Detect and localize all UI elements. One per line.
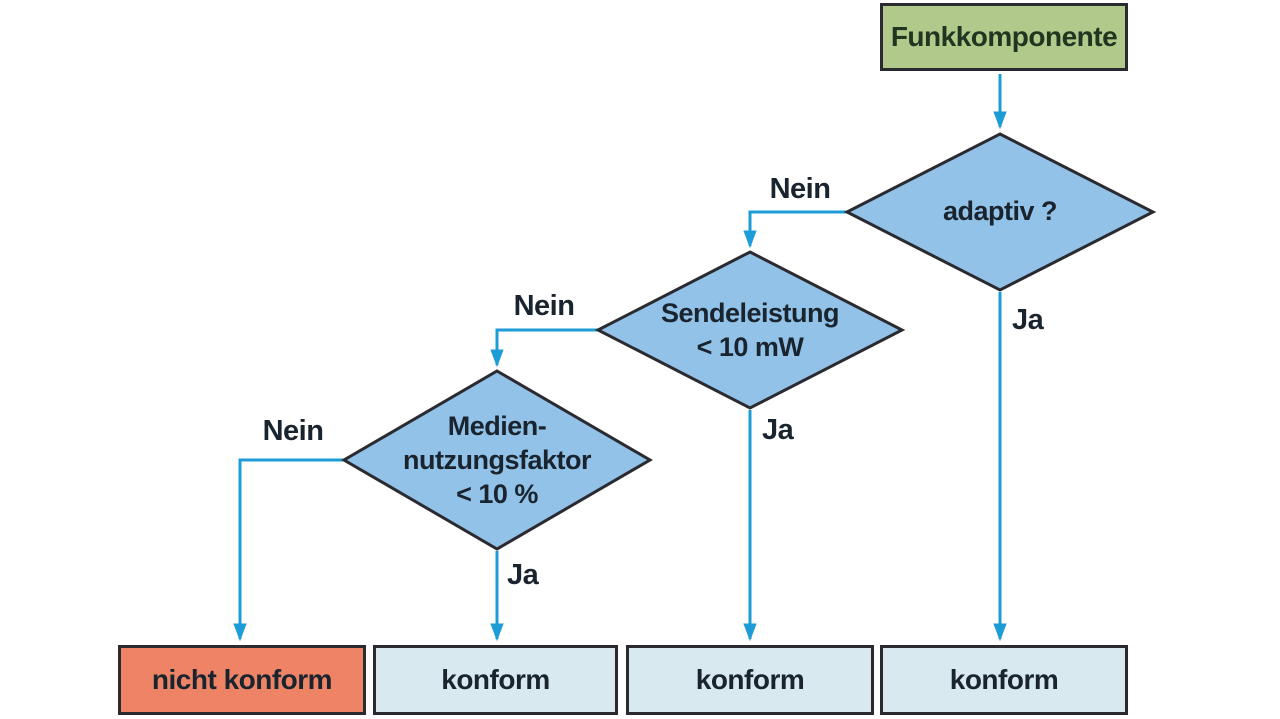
edge-mediennutzungsfaktor-nein-to-nicht-konform	[233, 458, 344, 642]
edge-sendeleistung-nein-to-mediennutzungsfaktor	[490, 328, 598, 368]
edge-label-ja-adaptiv: Ja	[1012, 304, 1044, 336]
edge-label-ja-sendeleistung: Ja	[762, 414, 794, 446]
outcome-label: konform	[949, 664, 1059, 695]
outcome-konform-2: konform	[373, 645, 618, 715]
start-node-label: Funkkomponente	[890, 21, 1118, 52]
edge-adaptiv-nein-to-sendeleistung	[743, 210, 847, 249]
outcome-label: konform	[441, 664, 550, 695]
outcome-label: konform	[695, 664, 805, 695]
outcome-label: nicht konform	[151, 664, 333, 695]
decision-mediennutzungsfaktor-diamond	[341, 369, 653, 551]
decision-sendeleistung-diamond	[594, 250, 906, 410]
edge-label-nein-sendeleistung: Nein	[513, 290, 575, 322]
start-node-funkkomponente: Funkkomponente	[880, 3, 1128, 71]
edge-label-nein-adaptiv: Nein	[769, 173, 831, 205]
decision-adaptiv-diamond	[843, 132, 1157, 292]
outcome-nicht-konform: nicht konform	[118, 645, 366, 715]
edge-label-ja-mediennutzungsfaktor: Ja	[507, 559, 539, 591]
outcome-konform-4: konform	[880, 645, 1128, 715]
edge-label-nein-mediennutzungsfaktor: Nein	[262, 415, 324, 447]
outcome-konform-3: konform	[626, 645, 874, 715]
